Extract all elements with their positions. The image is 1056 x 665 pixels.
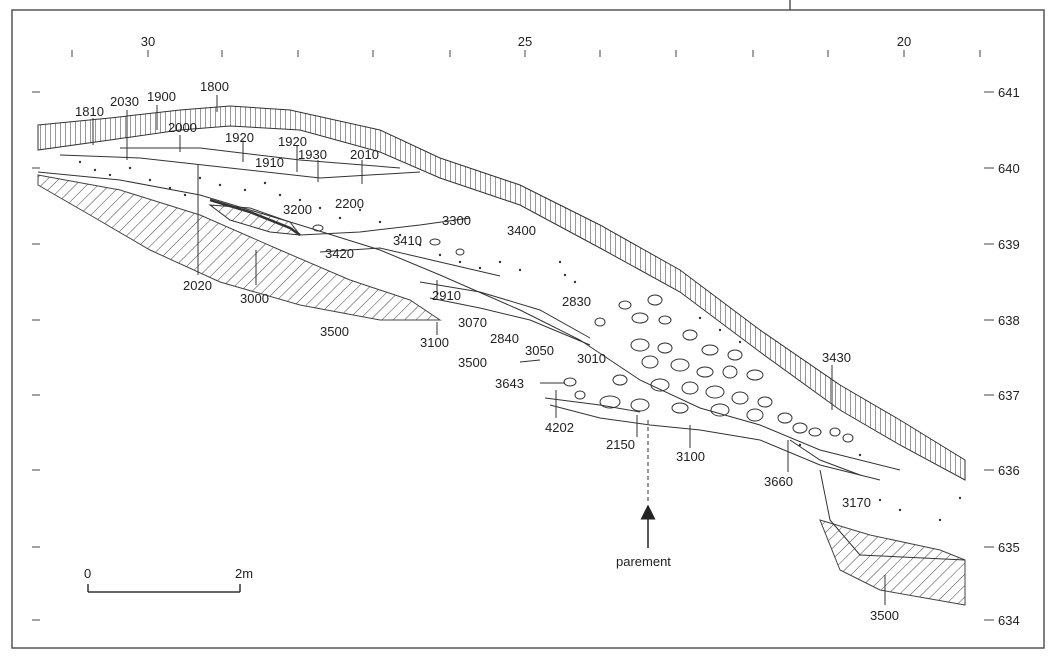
x-axis-label: 20 xyxy=(897,34,911,49)
layer-label: 3070 xyxy=(458,315,487,330)
scale-end-label: 2m xyxy=(235,566,253,581)
elevation-ticks xyxy=(32,91,994,621)
layer-label: 2030 xyxy=(110,94,139,109)
layer-label: 2910 xyxy=(432,288,461,303)
fine-inclusions xyxy=(78,160,962,522)
layer-label: 3420 xyxy=(325,246,354,261)
layer-label: 2010 xyxy=(350,147,379,162)
figure-frame xyxy=(11,9,1045,649)
layer-label: 2200 xyxy=(335,196,364,211)
layer-label: 3400 xyxy=(507,223,536,238)
layer-label: 3500 xyxy=(870,608,899,623)
elevation-label: 640 xyxy=(998,161,1020,176)
layer-label: 2150 xyxy=(606,437,635,452)
layer-label: 3430 xyxy=(822,350,851,365)
layer-label: 1810 xyxy=(75,104,104,119)
elevation-label: 641 xyxy=(998,85,1020,100)
topsoil-band xyxy=(37,105,966,481)
layer-label: 3643 xyxy=(495,376,524,391)
layer-label: 2000 xyxy=(168,120,197,135)
elevation-label: 636 xyxy=(998,463,1020,478)
stone-rubble xyxy=(312,224,854,443)
elevation-label: 639 xyxy=(998,237,1020,252)
layer-label: 2830 xyxy=(562,294,591,309)
leader-lines xyxy=(92,95,886,605)
parement-label: parement xyxy=(616,554,671,569)
x-axis-ticks xyxy=(71,50,981,57)
layer-label: 3170 xyxy=(842,495,871,510)
x-axis-labels: 30 25 20 xyxy=(141,34,911,49)
x-axis-label: 30 xyxy=(141,34,155,49)
layer-3200-lens xyxy=(208,204,302,236)
scale-start-label: 0 xyxy=(84,566,91,581)
layer-label: 3200 xyxy=(283,202,312,217)
layer-label: 3300 xyxy=(442,213,471,228)
layer-label: 1920 xyxy=(278,134,307,149)
elevation-label: 637 xyxy=(998,388,1020,403)
layer-label: 1900 xyxy=(147,89,176,104)
layer-label: 1920 xyxy=(225,130,254,145)
scale-bar xyxy=(87,584,241,593)
layer-label: 3660 xyxy=(764,474,793,489)
layer-label: 3000 xyxy=(240,291,269,306)
layer-label: 4202 xyxy=(545,420,574,435)
layer-label: 1910 xyxy=(255,155,284,170)
layer-label: 3010 xyxy=(577,351,606,366)
substrate-3500-upper xyxy=(37,174,442,321)
layer-label: 3100 xyxy=(420,335,449,350)
layer-label: 1930 xyxy=(298,147,327,162)
layer-label: 3100 xyxy=(676,449,705,464)
layer-label: 3050 xyxy=(525,343,554,358)
elevation-label: 634 xyxy=(998,613,1020,628)
layer-label: 3500 xyxy=(458,355,487,370)
layer-label: 1800 xyxy=(200,79,229,94)
substrate-3500-lower xyxy=(819,519,966,606)
elevation-label: 638 xyxy=(998,313,1020,328)
x-axis-label: 25 xyxy=(518,34,532,49)
layer-label: 3410 xyxy=(393,233,422,248)
layer-label: 2020 xyxy=(183,278,212,293)
elevation-labels: 641 640 639 638 637 636 635 634 xyxy=(998,85,1020,628)
layer-boundaries xyxy=(37,147,966,561)
elevation-label: 635 xyxy=(998,540,1020,555)
layer-label: 2840 xyxy=(490,331,519,346)
layer-label: 3500 xyxy=(320,324,349,339)
